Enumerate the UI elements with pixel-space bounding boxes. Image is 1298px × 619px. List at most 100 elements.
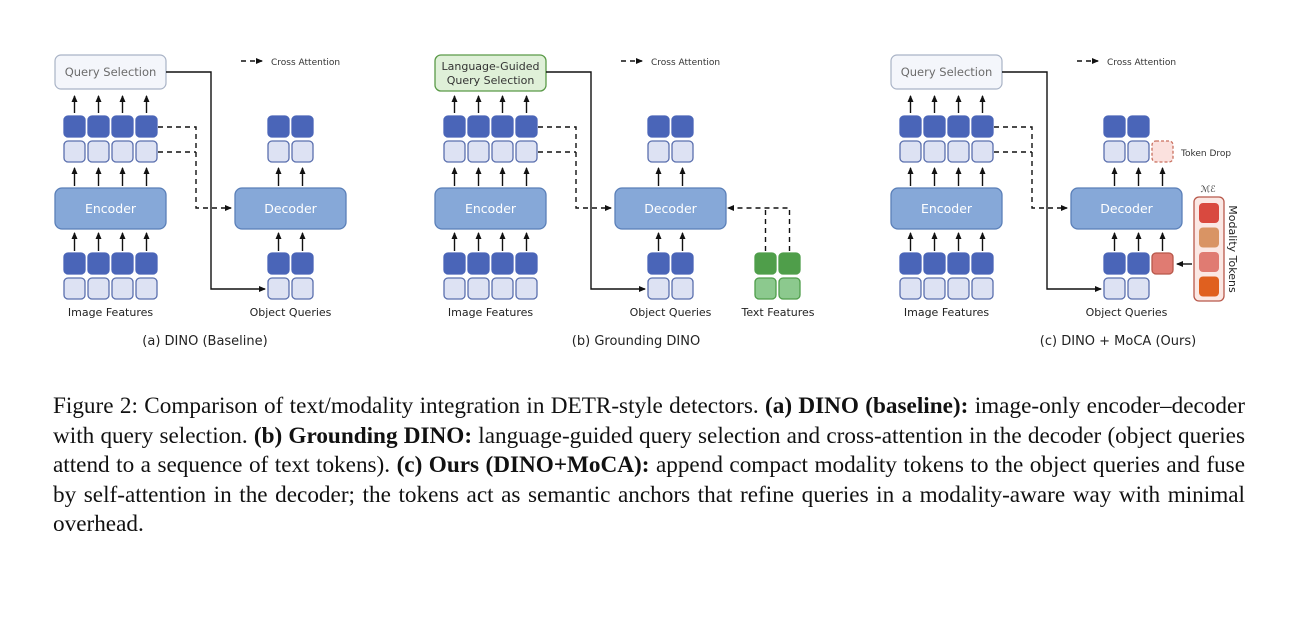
encoder-output-token-light: [111, 140, 134, 163]
encoder-output-token-dark: [971, 115, 994, 138]
decoder-label: Decoder: [264, 201, 317, 216]
encoder-output-token-dark: [491, 115, 514, 138]
image-feature-token-light: [135, 277, 158, 300]
text-features-label: Text Features: [740, 306, 814, 319]
object-query-token-light: [647, 277, 670, 300]
query-init-connector: [1002, 71, 1102, 292]
encoder-output-token-light: [947, 140, 970, 163]
encoder-output-token-dark: [443, 115, 466, 138]
dropped-token: [1151, 140, 1174, 163]
encoder-box: [434, 187, 547, 230]
cross-attention-connector: [994, 126, 1068, 211]
decoder-output-token-light: [647, 140, 670, 163]
image-feature-token-light: [63, 277, 86, 300]
decoder-output-token-dark: [1103, 115, 1126, 138]
modality-token: [1199, 203, 1219, 223]
image-feature-token-dark: [923, 252, 946, 275]
encoder-output-token-dark: [467, 115, 490, 138]
image-feature-token-dark: [63, 252, 86, 275]
query-init-connector: [166, 71, 266, 292]
encoder-box: [890, 187, 1003, 230]
query-selection-label: Query Selection: [901, 65, 993, 79]
image-feature-token-light: [971, 277, 994, 300]
image-feature-token-light: [947, 277, 970, 300]
subcaption: (b) Grounding DINO: [572, 334, 700, 349]
object-query-token-dark: [291, 252, 314, 275]
image-feature-token-dark: [467, 252, 490, 275]
encoder-output-token-dark: [899, 115, 922, 138]
image-feature-token-light: [923, 277, 946, 300]
object-queries-label: Object Queries: [630, 306, 712, 319]
image-features-label: Image Features: [448, 306, 534, 319]
image-feature-token-dark: [515, 252, 538, 275]
caption-intro: Comparison of text/modality integration …: [137, 393, 766, 419]
encoder-output-token-light: [923, 140, 946, 163]
image-feature-token-dark: [947, 252, 970, 275]
object-query-token-light: [671, 277, 694, 300]
object-query-token-dark: [647, 252, 670, 275]
encoder-output-token-light: [971, 140, 994, 163]
decoder-box: [234, 187, 347, 230]
object-queries-label: Object Queries: [1086, 306, 1168, 319]
object-queries-label: Object Queries: [250, 306, 332, 319]
image-features-label: Image Features: [68, 306, 154, 319]
object-query-token-dark: [267, 252, 290, 275]
decoder-output-token-light: [291, 140, 314, 163]
object-query-token-dark: [671, 252, 694, 275]
figure-caption: Figure 2: Comparison of text/modality in…: [53, 392, 1245, 540]
appended-modality-token: [1151, 252, 1174, 275]
encoder-output-token-dark: [923, 115, 946, 138]
legend-label: Cross Attention: [271, 58, 340, 68]
decoder-label: Decoder: [644, 201, 697, 216]
caption-c-heading: (c) Ours (DINO+MoCA):: [396, 452, 650, 478]
decoder-output-token-dark: [671, 115, 694, 138]
encoder-output-token-light: [87, 140, 110, 163]
encoder-output-token-dark: [947, 115, 970, 138]
decoder-output-token-dark: [1127, 115, 1150, 138]
encoder-label: Encoder: [465, 201, 517, 216]
image-feature-token-light: [491, 277, 514, 300]
token-drop-label: Token Drop: [1180, 149, 1231, 159]
encoder-output-token-dark: [111, 115, 134, 138]
text-feature-token-dark: [754, 252, 777, 275]
image-feature-token-dark: [899, 252, 922, 275]
object-query-token-light: [1127, 277, 1150, 300]
caption-b-heading: (b) Grounding DINO:: [253, 422, 473, 449]
modality-token: [1199, 252, 1219, 272]
query-init-connector: [546, 71, 646, 292]
cross-attention-connector: [538, 126, 612, 211]
image-feature-token-light: [899, 277, 922, 300]
decoder-label: Decoder: [1100, 201, 1153, 216]
decoder-output-token-light: [1103, 140, 1126, 163]
modality-tokens-label: Modality Tokens: [1226, 205, 1239, 293]
caption-b-text: language-guided query selection and cros…: [53, 422, 1245, 479]
object-query-token-light: [291, 277, 314, 300]
encoder-label: Encoder: [85, 201, 137, 216]
modality-token: [1199, 276, 1219, 297]
text-feature-token-light: [778, 277, 801, 300]
decoder-output-token-light: [1127, 140, 1150, 163]
decoder-output-token-light: [267, 140, 290, 163]
decoder-output-token-dark: [647, 115, 670, 138]
encoder-box: [54, 187, 167, 230]
query-selection-label-line2: Query Selection: [447, 74, 535, 87]
subcaption: (c) DINO + MoCA (Ours): [1040, 334, 1196, 349]
image-feature-token-dark: [135, 252, 158, 275]
modality-tokens-bar: [1193, 196, 1225, 302]
decoder-box: [1070, 187, 1183, 230]
encoder-output-token-light: [63, 140, 86, 163]
image-feature-token-light: [111, 277, 134, 300]
caption-a-text: image-only encoder–decoder with query se…: [53, 393, 1245, 449]
image-feature-token-light: [467, 277, 490, 300]
encoder-output-token-dark: [63, 115, 86, 138]
decoder-box: [614, 187, 727, 230]
decoder-output-token-light: [671, 140, 694, 163]
object-query-token-light: [267, 277, 290, 300]
encoder-output-token-light: [899, 140, 922, 163]
decoder-output-token-dark: [291, 115, 314, 138]
caption-a-heading: (a) DINO (baseline):: [765, 393, 969, 419]
